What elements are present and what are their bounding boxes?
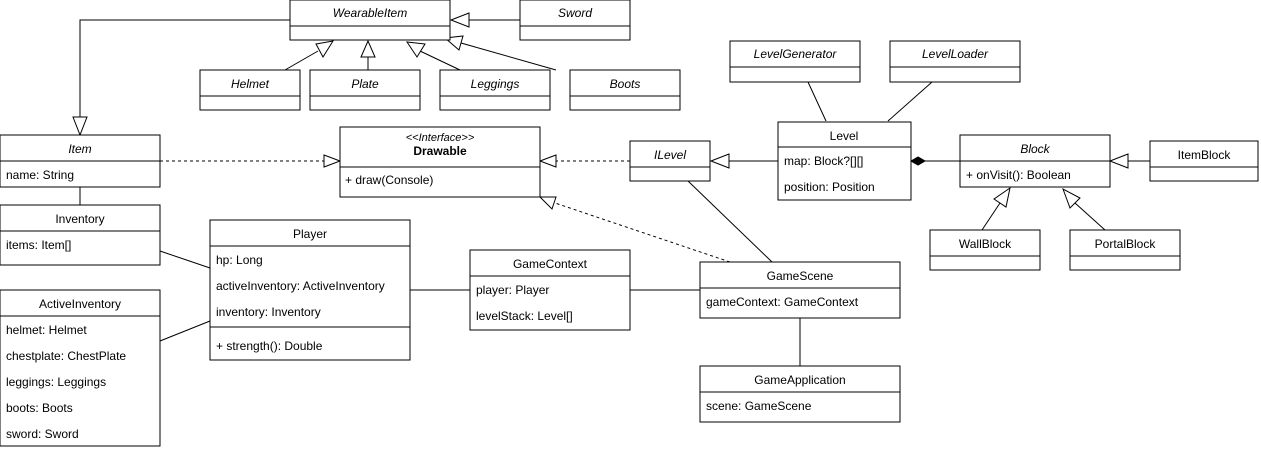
class-item[interactable]: Item name: String [0, 134, 161, 188]
class-game-context[interactable]: GameContext player: Player levelStack: L… [469, 249, 631, 331]
stereotype: <<Interface>> [406, 132, 475, 144]
gamescene-realizes-drawable [554, 202, 731, 263]
class-name: GameContext [513, 257, 588, 271]
class-name: Inventory [55, 212, 104, 226]
attribute: items: Item[] [6, 238, 71, 252]
arrowhead-helmet [315, 40, 335, 58]
arrowhead-wearableitem-right [449, 12, 470, 28]
activeinventory-player-association [159, 320, 211, 342]
class-name: GameApplication [754, 373, 845, 387]
class-name: Plate [351, 77, 379, 91]
attribute: name: String [6, 168, 74, 182]
method: + draw(Console) [345, 173, 433, 187]
arrowhead-block-portal [1062, 187, 1081, 209]
class-item-block[interactable]: ItemBlock [1149, 140, 1259, 182]
class-name: ActiveInventory [39, 297, 121, 311]
class-name: WearableItem [333, 6, 407, 20]
class-wall-block[interactable]: WallBlock [929, 229, 1041, 271]
helmet-inherits-wearableitem [284, 50, 319, 71]
class-name: GameScene [767, 269, 834, 283]
levelloader-level-association [887, 81, 933, 122]
arrowhead-item [72, 116, 88, 137]
arrowhead-block-wall [993, 186, 1011, 208]
attribute: map: Block?[][] [784, 154, 863, 168]
attribute: hp: Long [216, 253, 263, 267]
interface-drawable[interactable]: <<Interface>> Drawable + draw(Console) [339, 126, 541, 198]
class-leggings[interactable]: Leggings [439, 69, 551, 111]
class-name: Boots [610, 77, 641, 91]
attribute: boots: Boots [6, 401, 73, 415]
attribute: inventory: Inventory [216, 305, 321, 319]
class-level[interactable]: Level map: Block?[][] position: Position [777, 121, 912, 201]
class-name: Sword [558, 6, 592, 20]
arrowhead-drawable-bottom [538, 196, 557, 210]
class-name: ItemBlock [1178, 148, 1232, 162]
attribute: gameContext: GameContext [706, 295, 859, 309]
arrowhead-drawable-left [323, 154, 342, 168]
class-name: Leggings [471, 77, 520, 91]
class-sword[interactable]: Sword [519, 0, 631, 41]
class-block[interactable]: Block + onVisit(): Boolean [959, 134, 1111, 188]
attribute: leggings: Leggings [6, 375, 106, 389]
class-name: PortalBlock [1095, 237, 1157, 251]
class-helmet[interactable]: Helmet [199, 69, 301, 111]
class-game-scene[interactable]: GameScene gameContext: GameContext [699, 261, 901, 319]
class-name: WallBlock [959, 237, 1012, 251]
class-name: Player [293, 227, 327, 241]
class-portal-block[interactable]: PortalBlock [1069, 229, 1181, 271]
attribute: chestplate: ChestPlate [6, 349, 126, 363]
attribute: player: Player [476, 283, 549, 297]
method: + onVisit(): Boolean [966, 168, 1071, 182]
levelgenerator-level-association [807, 81, 827, 122]
class-player[interactable]: Player hp: Long activeInventory: ActiveI… [209, 219, 411, 361]
attribute: position: Position [784, 180, 875, 194]
class-plate[interactable]: Plate [309, 69, 421, 111]
class-name: Helmet [231, 77, 270, 91]
class-boots[interactable]: Boots [569, 69, 681, 111]
portalblock-inherits-block [1074, 202, 1106, 231]
wallblock-inherits-block [981, 202, 1001, 231]
interface-name: Drawable [413, 144, 467, 158]
attribute: scene: GameScene [706, 399, 812, 413]
arrowhead-plate [360, 39, 376, 58]
inventory-player-association [159, 250, 211, 269]
class-level-generator[interactable]: LevelGenerator [729, 40, 861, 83]
class-name: Block [1020, 142, 1050, 156]
boots-inherits-wearableitem [460, 42, 557, 71]
arrowhead-ilevel [709, 153, 730, 169]
arrowhead-leggings [405, 41, 426, 58]
attribute: helmet: Helmet [6, 323, 87, 337]
class-wearable-item[interactable]: WearableItem [289, 0, 451, 41]
class-name: ILevel [654, 148, 686, 162]
class-active-inventory[interactable]: ActiveInventory helmet: Helmet chestplat… [0, 289, 161, 447]
composition-diamond [909, 156, 927, 166]
class-name: LevelGenerator [754, 47, 838, 61]
arrowhead-drawable-right [538, 154, 557, 168]
class-inventory[interactable]: Inventory items: Item[] [0, 204, 161, 266]
attribute: sword: Sword [6, 427, 79, 441]
leggings-inherits-wearableitem [419, 50, 461, 71]
attribute: activeInventory: ActiveInventory [216, 279, 385, 293]
attribute: levelStack: Level[] [476, 309, 573, 323]
class-level-loader[interactable]: LevelLoader [889, 40, 1021, 83]
wearableitem-inherits-item [79, 19, 290, 117]
class-name: LevelLoader [922, 47, 989, 61]
arrowhead-block-right [1108, 153, 1129, 169]
method: + strength(): Double [216, 339, 323, 353]
class-name: Item [68, 142, 91, 156]
class-game-application[interactable]: GameApplication scene: GameScene [699, 365, 901, 423]
class-name: Level [830, 129, 859, 143]
ilevel-gamescene-association [687, 180, 773, 263]
class-ilevel[interactable]: ILevel [629, 140, 711, 182]
